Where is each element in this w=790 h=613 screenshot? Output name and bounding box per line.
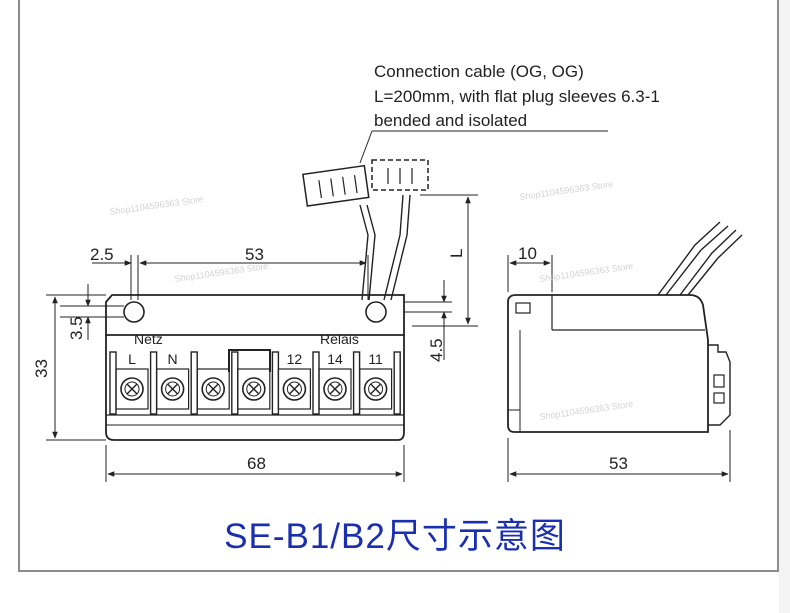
dim-4-5: 4.5 [427,338,446,362]
diagram-title: SE-B1/B2尺寸示意图 [224,517,566,556]
housing-top [105,294,405,336]
screw-slot [126,383,138,395]
screw-slot [167,383,179,395]
flat-plug-sleeve-2 [371,159,429,191]
terminal-housing [359,368,393,410]
watermark-4: Shop1104596363 Store [539,399,634,422]
dim-68: 68 [247,454,266,473]
watermark-5: Shop1104596363 Store [174,261,269,284]
dim-L: L [447,249,466,258]
terminal-separator [393,351,401,415]
screw-slot [207,383,219,395]
terminal-housing [115,368,149,410]
terminal-separator [190,351,198,415]
flat-plug-sleeve-1 [302,164,370,207]
dim-2-5: 2.5 [90,245,114,264]
terminal-label: 11 [368,351,383,367]
terminal-block: L N 12 14 11 [109,351,401,415]
watermark-2: Shop1104596363 Store [519,179,614,202]
terminal-separator [312,351,320,415]
terminal-separator [109,351,117,415]
annotation-leader [359,130,373,164]
image-frame [18,0,779,572]
screw-slot [288,383,300,395]
terminal-screw-inner [368,381,384,397]
terminal-screw-inner [165,381,181,397]
mounting-hole-left [123,301,145,323]
terminal-housing [277,368,311,410]
terminal-housing [318,368,352,410]
annotation-line-3: bended and isolated [374,111,527,130]
screw-slot [370,383,382,395]
terminal-label: N [168,351,178,367]
side-clip [708,344,731,426]
connection-cable [302,159,429,301]
watermark-3: Shop1104596363 Store [539,261,634,284]
terminal-separator [352,351,361,415]
terminal-label: 12 [287,351,303,367]
front-dimensions: 2.5 53 L 4.5 3.5 3 [32,194,478,482]
terminal-housing [237,368,271,410]
terminal-housing [156,368,190,410]
terminal-screw-inner [246,381,262,397]
terminal-screw-inner [327,381,343,397]
netz-label: Netz [134,331,163,347]
terminal-label: 14 [327,351,343,367]
terminal-separator [271,351,280,415]
watermark-1: Shop1104596363 Store [109,194,204,217]
dim-53-side: 53 [609,454,628,473]
screw-slot [329,383,341,395]
relais-label: Relais [320,331,359,347]
page-edge [779,0,790,613]
annotation-line-1: Connection cable (OG, OG) [374,62,584,81]
terminal-separator [149,351,158,415]
side-view [507,221,743,433]
side-notch [515,302,531,314]
terminal-screw-inner [124,381,140,397]
dim-3-5: 3.5 [67,316,86,340]
terminal-label: L [128,351,136,367]
front-view: Netz Relais L N 12 14 11 [105,294,405,441]
dim-33: 33 [32,359,51,378]
screw-slot [248,383,260,395]
cable-annotation: Connection cable (OG, OG) L=200mm, with … [359,62,660,164]
terminal-screw-inner [205,381,221,397]
mounting-hole-right [365,301,387,323]
dim-10: 10 [518,244,537,263]
terminal-separator [231,351,239,415]
housing-body [105,335,405,441]
terminal-screw-inner [286,381,302,397]
terminal-bridge [228,349,271,372]
annotation-line-2: L=200mm, with flat plug sleeves 6.3-1 [374,87,660,106]
terminal-housing [196,368,230,410]
side-housing [507,294,709,433]
dim-53-top: 53 [245,245,264,264]
side-dimensions: 10 53 [507,244,731,482]
